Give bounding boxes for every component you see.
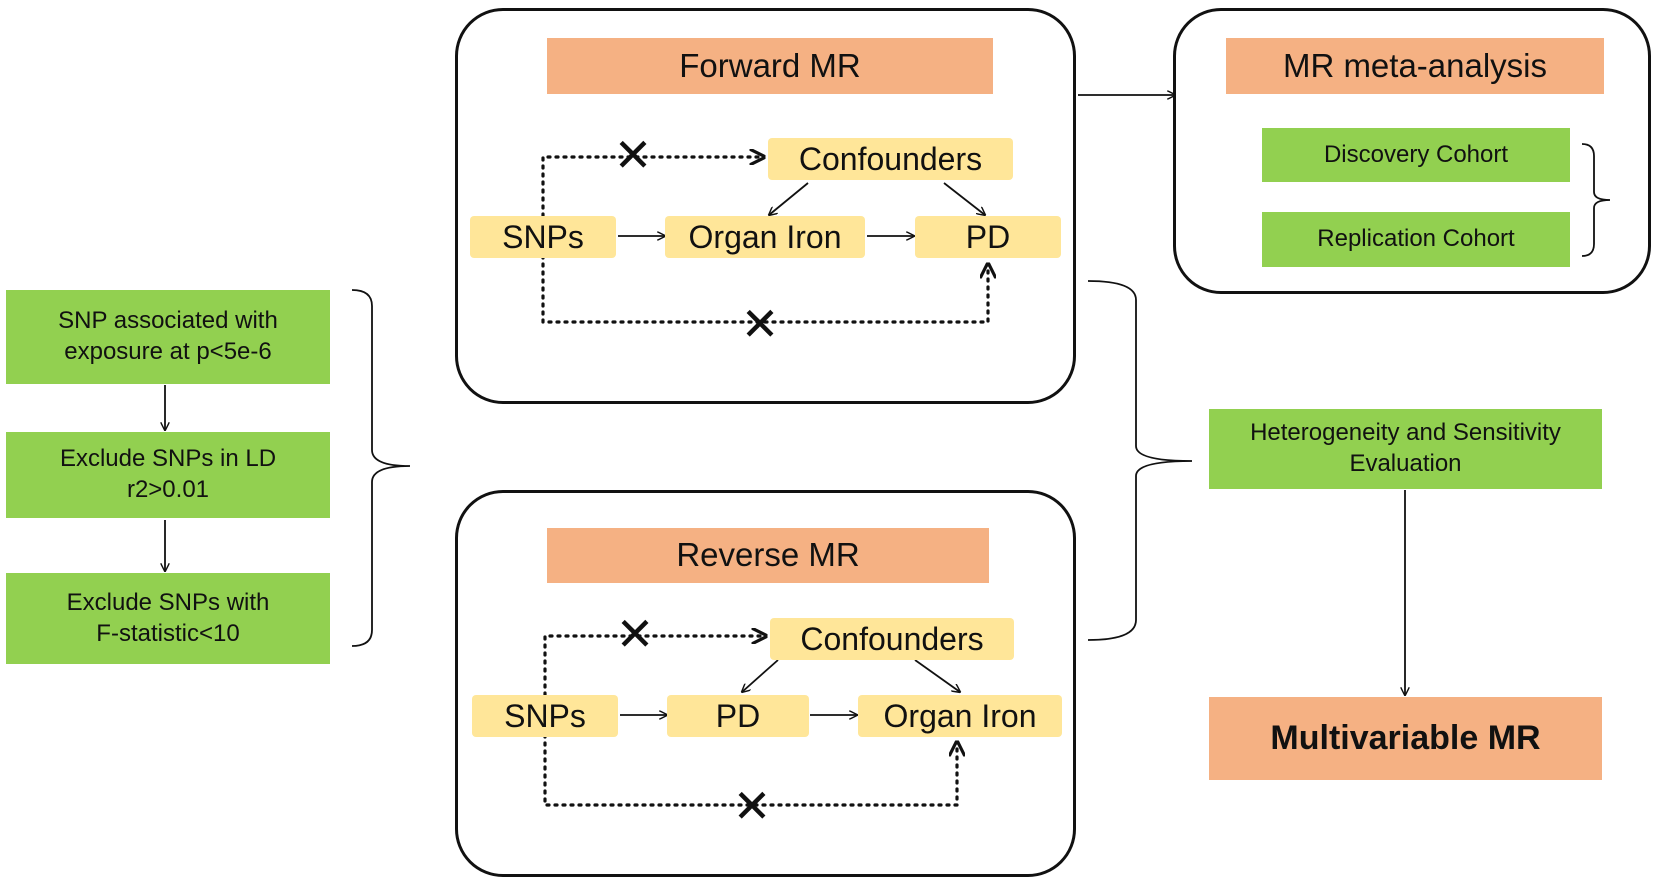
meta-analysis-panel (1173, 8, 1651, 294)
reverse-direct-cross-icon: ✕ (732, 779, 772, 833)
forward-snps-to-outcome-dotted (541, 254, 988, 324)
heterogeneity-evaluation-box: Heterogeneity and Sensitivity Evaluation (1209, 409, 1602, 489)
reverse-dotted-paths (543, 636, 957, 807)
meta-analysis-title: MR meta-analysis (1226, 38, 1604, 94)
forward-confounder-to-outcome-arrow (943, 182, 985, 215)
reverse-mr-title: Reverse MR (547, 528, 989, 583)
reverse-confounder-cross-icon: ✕ (615, 607, 655, 661)
reverse-snps-node: SNPs (472, 695, 618, 737)
discovery-cohort-box: Discovery Cohort (1262, 128, 1570, 182)
forward-confounder-to-exposure-arrow (769, 182, 809, 215)
replication-cohort-box: Replication Cohort (1262, 212, 1570, 267)
forward-snps-node: SNPs (470, 216, 616, 258)
selection-step-ld: Exclude SNPs in LD r2>0.01 (6, 432, 330, 518)
forward-mr-panel (455, 8, 1076, 404)
selection-step-pvalue: SNP associated with exposure at p<5e-6 (6, 290, 330, 384)
forward-mr-title: Forward MR (547, 38, 993, 94)
forward-confounder-cross-icon: ✕ (613, 128, 653, 182)
evaluation-brace (1087, 280, 1193, 641)
forward-arrows (618, 182, 985, 236)
reverse-confounders-node: Confounders (770, 618, 1014, 660)
reverse-snps-to-outcome-dotted (543, 733, 957, 807)
forward-dotted-paths (541, 157, 988, 324)
selection-brace (351, 289, 411, 647)
reverse-arrows (620, 659, 960, 715)
forward-direct-cross-icon: ✕ (740, 297, 780, 351)
forward-snps-to-confounders-dotted (541, 157, 766, 218)
reverse-snps-to-confounders-dotted (543, 636, 768, 697)
reverse-mr-panel (455, 490, 1076, 877)
reverse-outcome-node: Organ Iron (858, 695, 1062, 737)
reverse-confounder-to-exposure-arrow (742, 659, 779, 692)
braces (351, 143, 1611, 647)
cohort-brace (1581, 143, 1611, 257)
forward-outcome-node: PD (915, 216, 1061, 258)
multivariable-mr-box: Multivariable MR (1209, 697, 1602, 780)
selection-step-fstat: Exclude SNPs with F-statistic<10 (6, 573, 330, 664)
forward-confounders-node: Confounders (768, 138, 1013, 180)
reverse-confounder-to-outcome-arrow (914, 659, 960, 692)
reverse-exposure-node: PD (667, 695, 809, 737)
forward-exposure-node: Organ Iron (665, 216, 865, 258)
flow-arrows (1078, 95, 1405, 695)
